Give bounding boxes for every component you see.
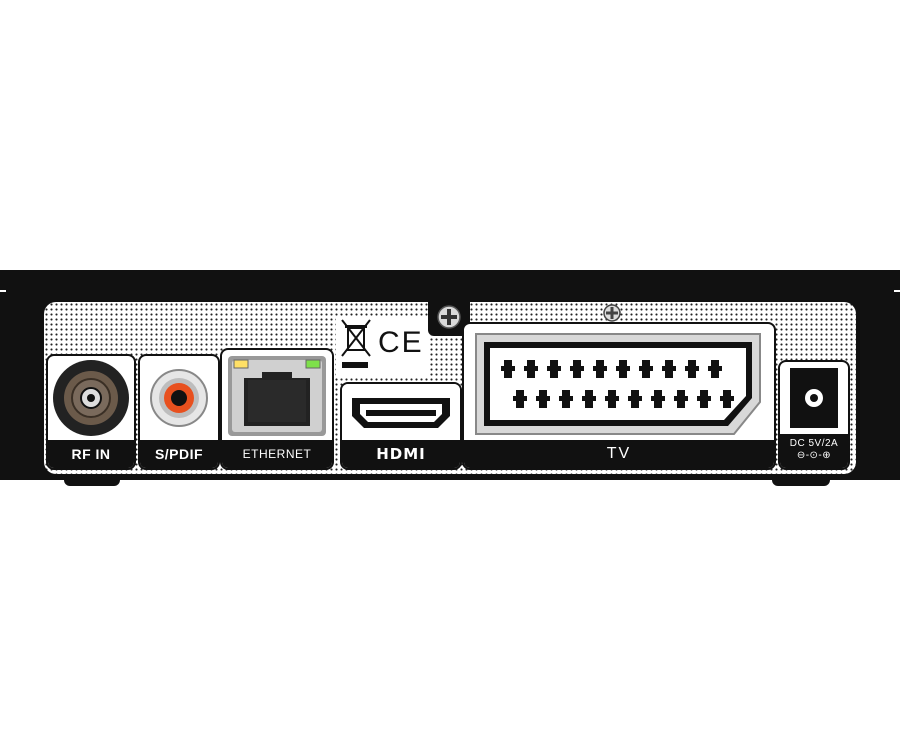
foot-right [772,474,830,486]
hdmi-connector-icon [342,384,460,440]
scart-pin-tab [708,366,722,371]
dc-power-port[interactable]: DC 5V/2A ⊖-⊙-⊕ [778,360,850,470]
scart-pin-tab [593,366,607,371]
scart-pin-tab [697,396,711,401]
dc-polarity: ⊖-⊙-⊕ [796,450,832,461]
scart-pin-tab [559,396,573,401]
tv-label: TV [464,440,774,468]
rca-connector-icon [150,369,208,427]
rf-in-label: RF IN [48,440,134,468]
scart-pin-tab [720,396,734,401]
scart-pin-tab [501,366,515,371]
scart-pin-tab [674,396,688,401]
tv-scart-port[interactable]: TV [462,322,776,470]
bracket-mark-right [894,290,900,292]
scart-pin-tab [651,396,665,401]
spdif-port[interactable]: S/PDIF [138,354,220,470]
rj45-jack-icon [228,356,326,436]
scart-pin-tab [536,396,550,401]
hdmi-port[interactable]: HDMI [340,382,462,470]
small-screw-icon [603,304,621,322]
scart-pin-tab [570,366,584,371]
hdmi-label: HDMI [342,440,460,468]
ethernet-port[interactable]: ETHERNET [220,348,334,470]
foot-left [64,474,120,486]
dc-rating: DC 5V/2A [789,438,839,449]
coax-connector-icon [53,360,129,436]
scart-pin-tab [547,366,561,371]
scart-pin-tab [513,396,527,401]
ce-mark: CE [378,326,424,359]
dc-jack-icon [790,368,838,428]
screw-icon [437,305,461,329]
scart-pin-tab [685,366,699,371]
scart-pin-tab [662,366,676,371]
ethernet-label: ETHERNET [222,440,332,468]
bracket-mark-left [0,290,6,292]
spdif-label: S/PDIF [140,440,218,468]
dc-label: DC 5V/2A ⊖-⊙-⊕ [780,434,848,468]
scart-connector-icon [475,333,761,435]
rf-in-port[interactable]: RF IN [46,354,136,470]
scart-pin-tab [628,396,642,401]
scart-pin-tab [639,366,653,371]
scart-pin-tab [582,396,596,401]
scart-pin-tab [605,396,619,401]
scart-pin-tab [524,366,538,371]
scart-pin-tab [616,366,630,371]
weee-bin-icon [341,319,371,368]
